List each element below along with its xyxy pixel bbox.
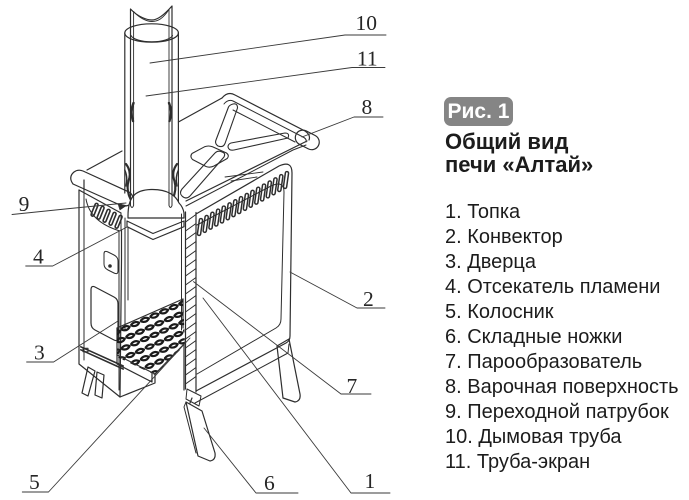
svg-text:6: 6 xyxy=(264,471,275,495)
svg-text:10: 10 xyxy=(356,11,378,35)
svg-text:7: 7 xyxy=(347,374,358,398)
svg-text:4: 4 xyxy=(33,245,44,269)
svg-text:3: 3 xyxy=(34,341,45,365)
svg-text:11: 11 xyxy=(357,47,378,71)
svg-text:8: 8 xyxy=(362,95,373,119)
svg-text:9: 9 xyxy=(19,192,30,216)
svg-text:2: 2 xyxy=(363,287,374,311)
svg-text:5: 5 xyxy=(29,470,40,494)
svg-text:1: 1 xyxy=(365,469,376,493)
